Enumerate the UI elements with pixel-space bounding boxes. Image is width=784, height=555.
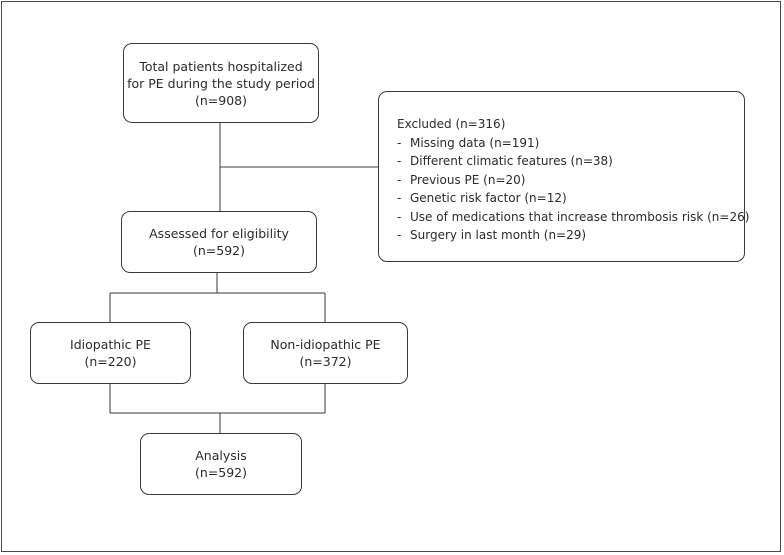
assessed-label: Assessed for eligibility bbox=[149, 226, 289, 241]
analysis-box: Analysis (n=592) bbox=[140, 433, 302, 495]
excluded-item: Surgery in last month (n=29) bbox=[397, 226, 749, 245]
assessed-count: (n=592) bbox=[192, 243, 245, 258]
total-patients-line1: Total patients hospitalized bbox=[139, 58, 303, 74]
excluded-list: Missing data (n=191) Different climatic … bbox=[397, 134, 749, 245]
analysis-count: (n=592) bbox=[194, 465, 247, 480]
excluded-item: Previous PE (n=20) bbox=[397, 171, 749, 190]
non-idiopathic-box: Non-idiopathic PE (n=372) bbox=[243, 322, 408, 384]
idiopathic-box: Idiopathic PE (n=220) bbox=[30, 322, 191, 384]
non-idiopathic-count: (n=372) bbox=[299, 354, 352, 369]
excluded-item: Different climatic features (n=38) bbox=[397, 152, 749, 171]
non-idiopathic-label: Non-idiopathic PE bbox=[270, 337, 381, 352]
excluded-item: Use of medications that increase thrombo… bbox=[397, 208, 749, 227]
idiopathic-count: (n=220) bbox=[84, 354, 137, 369]
excluded-box: Excluded (n=316) Missing data (n=191) Di… bbox=[378, 91, 749, 262]
assessed-box: Assessed for eligibility (n=592) bbox=[121, 211, 317, 273]
excluded-item: Genetic risk factor (n=12) bbox=[397, 189, 749, 208]
total-patients-box: Total patients hospitalized for PE durin… bbox=[123, 43, 319, 123]
excluded-title: Excluded (n=316) bbox=[397, 117, 506, 131]
idiopathic-label: Idiopathic PE bbox=[70, 337, 151, 352]
excluded-item: Missing data (n=191) bbox=[397, 134, 749, 153]
total-patients-count: (n=908) bbox=[194, 92, 247, 108]
total-patients-line2: for PE during the study period bbox=[127, 75, 315, 91]
analysis-label: Analysis bbox=[195, 448, 247, 463]
